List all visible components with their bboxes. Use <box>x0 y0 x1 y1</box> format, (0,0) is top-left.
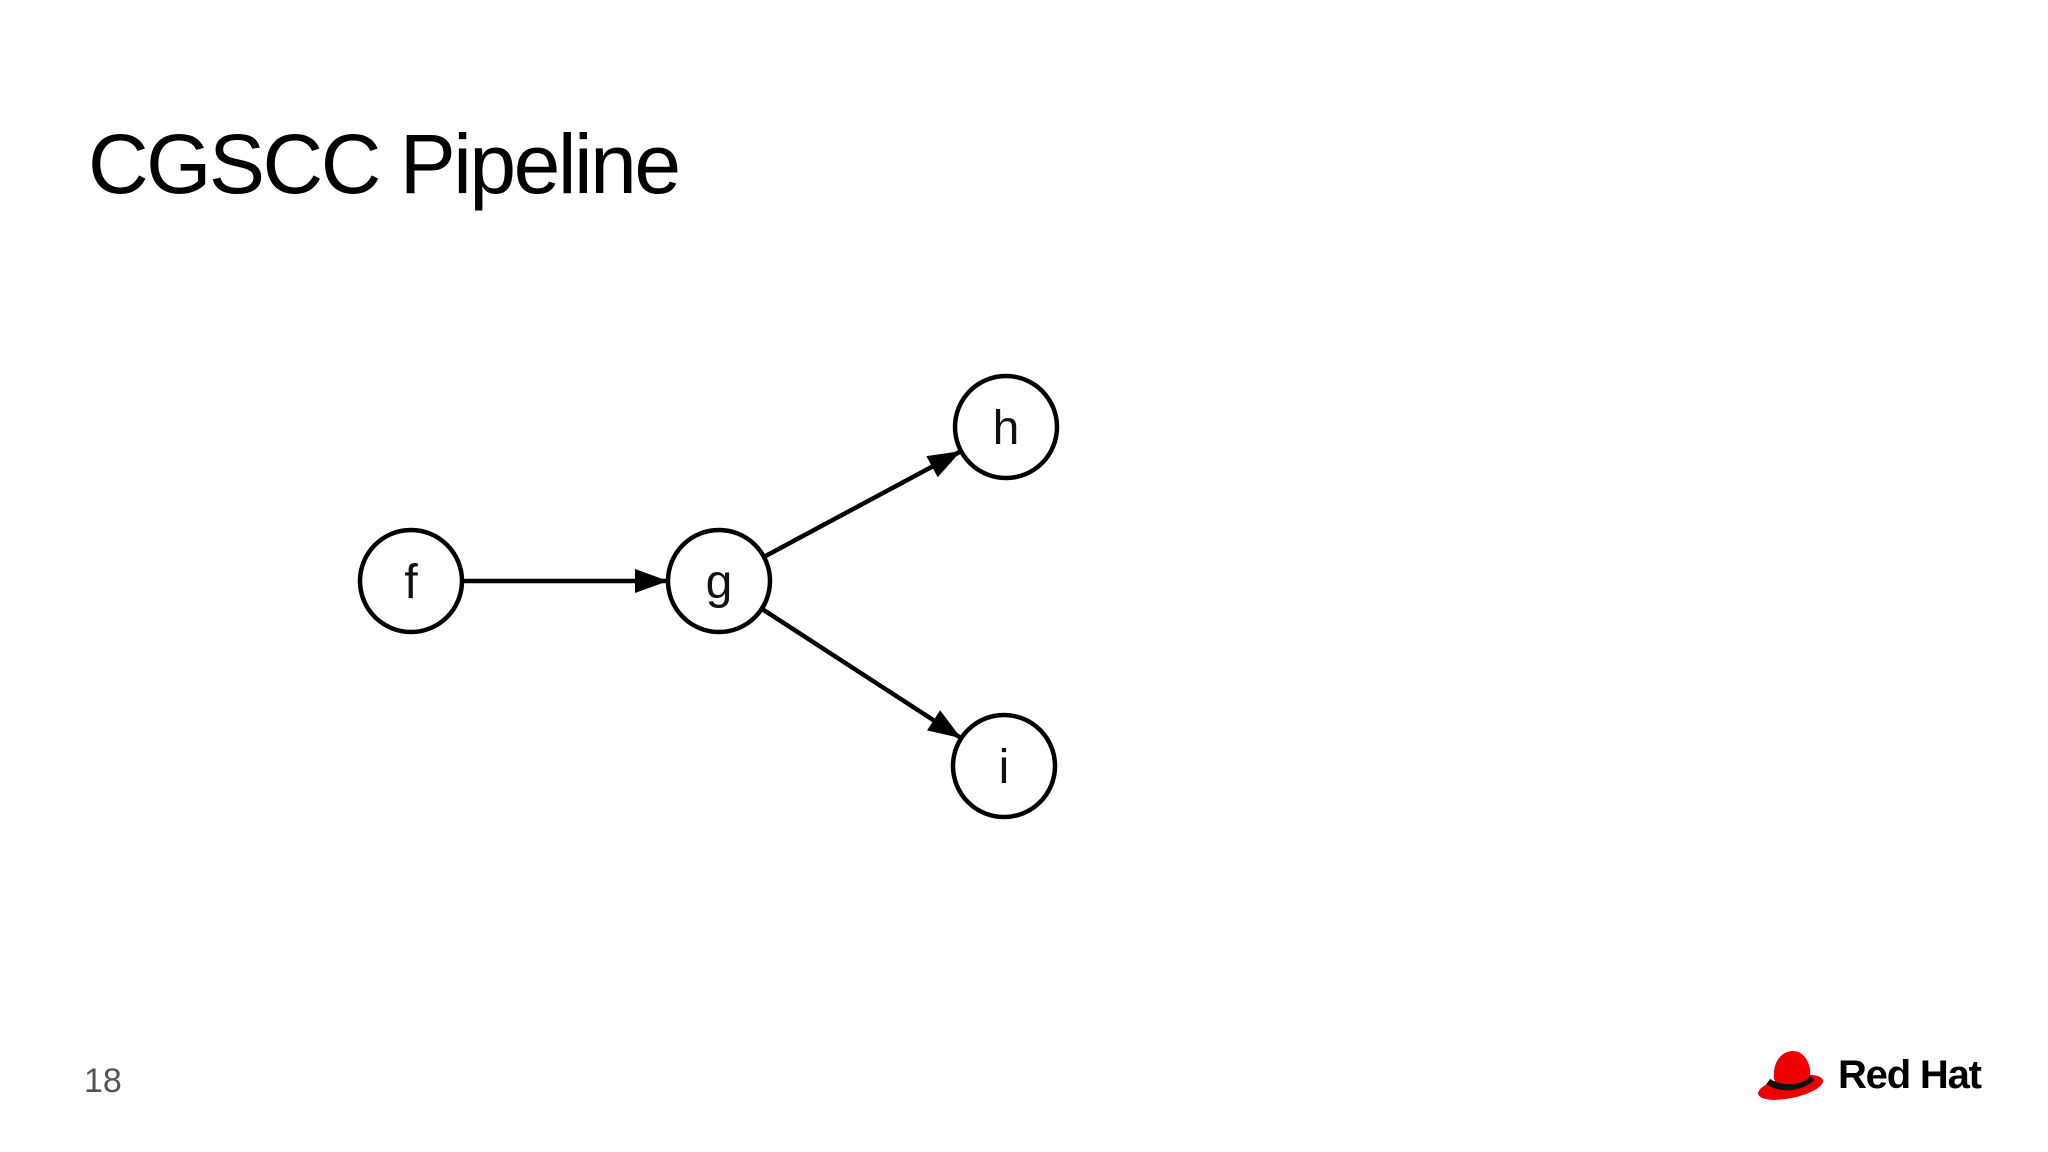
red-hat-fedora-icon <box>1758 1051 1824 1100</box>
node-i <box>950 712 1058 820</box>
hat-crown <box>1773 1051 1811 1085</box>
node-label-i: i <box>999 741 1010 794</box>
edge-g-i <box>760 606 963 741</box>
node-h <box>952 373 1060 481</box>
redhat-logo-text: Red Hat <box>1838 1052 1982 1097</box>
page-number: 18 <box>84 1062 122 1100</box>
node-f <box>357 527 465 635</box>
page-title: CGSCC Pipeline <box>88 117 681 211</box>
node-g <box>665 527 773 635</box>
fedora-shapes <box>1758 1051 1824 1100</box>
node-label-f: f <box>404 556 418 609</box>
edge-g-h <box>762 449 963 559</box>
hat-band <box>1766 1075 1815 1091</box>
node-label-g: g <box>706 556 733 609</box>
node-label-h: h <box>993 402 1020 455</box>
redhat-logo: Red Hat <box>1756 1046 1982 1104</box>
